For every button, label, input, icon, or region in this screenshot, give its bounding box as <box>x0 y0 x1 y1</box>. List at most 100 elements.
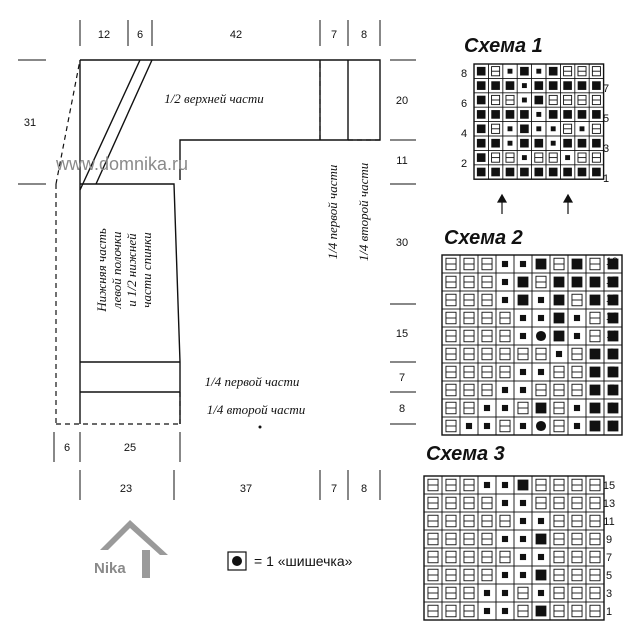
scheme-2-row-1: 1 <box>609 419 615 431</box>
scheme-1-row-3: 3 <box>603 143 609 155</box>
dim-bottom-2: 37 <box>240 483 252 495</box>
scheme-1-purl-mark <box>476 81 486 90</box>
logo-roof-icon <box>100 520 168 555</box>
scheme-1-row-6: 6 <box>461 98 467 110</box>
scheme-1-purl-mark <box>577 110 587 119</box>
scheme-2-purl-mark <box>553 294 565 306</box>
scheme-3-small-mark <box>519 517 527 525</box>
dim-right-3: 30 <box>396 237 408 249</box>
scheme-2-small-mark <box>537 296 545 304</box>
scheme-2-purl-mark <box>607 276 619 288</box>
dim-bottom-1: 23 <box>120 483 132 495</box>
label-first-part-vertical: 1/4 первой части <box>325 164 340 259</box>
scheme-2-purl-mark <box>607 402 619 414</box>
scheme-2-purl-mark <box>607 258 619 270</box>
scheme-3-small-mark <box>537 517 545 525</box>
scheme-2-grid <box>441 254 623 436</box>
scheme-3-purl-mark <box>535 533 547 545</box>
scheme-3-title: Схема 3 <box>426 443 505 465</box>
scheme-3-row-15: 15 <box>603 480 615 492</box>
scheme-3-small-mark <box>519 553 527 561</box>
scheme-1-purl-mark <box>505 81 515 90</box>
scheme-3-small-mark <box>519 499 527 507</box>
scheme-2-small-mark <box>501 404 509 412</box>
scheme-3-small-mark <box>519 571 527 579</box>
scheme-3-grid <box>423 475 605 621</box>
scheme-1-purl-mark <box>520 66 529 76</box>
arrow-up-icon <box>562 193 574 203</box>
scheme-1-purl-mark <box>520 167 529 177</box>
scheme-3-row-7: 7 <box>606 552 612 564</box>
scheme-2-small-mark <box>519 332 527 340</box>
scheme-1-purl-mark <box>476 124 486 134</box>
scheme-1-purl-mark <box>592 81 601 90</box>
scheme-3-small-mark <box>501 571 509 579</box>
scheme-1-arrows <box>496 193 574 214</box>
scheme-2-purl-mark <box>571 276 583 288</box>
scheme-2-small-mark <box>501 260 509 268</box>
bottom-dimension-lines <box>53 432 381 500</box>
dim-bottom-3: 7 <box>331 483 337 495</box>
scheme-1-small-mark <box>521 155 527 161</box>
scheme-1-purl-mark <box>592 110 601 119</box>
garment-outline <box>79 59 381 424</box>
scheme-1-title: Схема 1 <box>464 35 543 57</box>
scheme-2-purl-mark <box>607 384 619 396</box>
scheme-2-purl-mark <box>589 384 601 396</box>
scheme-2-purl-mark <box>607 294 619 306</box>
scheme-1-purl-mark <box>592 167 601 177</box>
scheme-2-purl-mark <box>553 276 565 288</box>
scheme-1-row-8: 8 <box>461 68 467 80</box>
dim-top-2: 6 <box>137 29 143 41</box>
scheme-2-purl-mark <box>607 366 619 378</box>
scheme-3-row-5: 5 <box>606 570 612 582</box>
scheme-3-row-1: 1 <box>606 606 612 618</box>
scheme-2-small-mark <box>537 314 545 322</box>
scheme-1-purl-mark <box>534 81 544 90</box>
label-lower-left-line-4: части спинки <box>139 232 154 308</box>
scheme-2-purl-mark <box>535 402 547 414</box>
scheme-2-small-mark <box>483 404 491 412</box>
scheme-1-purl-mark <box>476 110 486 119</box>
scheme-2-small-mark <box>501 296 509 304</box>
top-dimension-lines <box>79 20 381 46</box>
legend: = 1 «шишечка» <box>227 551 353 571</box>
legend-text: = 1 «шишечка» <box>254 553 353 569</box>
scheme-2-small-mark <box>573 422 581 430</box>
scheme-2-row-15: 15 <box>606 293 618 305</box>
label-lower-left-line-2: левой полочки <box>109 231 124 309</box>
label-lower-left: Нижняя часть левой полочки и 1/2 нижней … <box>94 228 154 313</box>
scheme-3-small-mark <box>501 607 509 615</box>
label-lower-left-line-1: Нижняя часть <box>94 228 109 313</box>
scheme-1-small-mark <box>579 126 585 132</box>
scheme-2-bobble-mark <box>535 420 547 432</box>
scheme-2-cell <box>603 416 623 436</box>
scheme-2-purl-mark <box>517 276 529 288</box>
bobble-icon <box>232 556 242 566</box>
dim-bottom-inner-2: 25 <box>124 442 136 454</box>
left-dimension-lines <box>18 59 46 185</box>
scheme-3-small-mark <box>501 481 509 489</box>
scheme-1-row-2: 2 <box>461 158 467 170</box>
scheme-2-small-mark <box>519 260 527 268</box>
label-second-part-vertical: 1/4 второй части <box>356 162 371 261</box>
scheme-2-purl-mark <box>589 294 601 306</box>
scheme-3-small-mark <box>501 535 509 543</box>
scheme-1-small-mark <box>507 68 513 74</box>
scheme-2-purl-mark <box>589 348 601 360</box>
scheme-1-purl-mark <box>577 81 587 90</box>
scheme-1-small-mark <box>536 68 542 74</box>
scheme-2-purl-mark <box>607 330 619 342</box>
scheme-2-purl-mark <box>571 258 583 270</box>
scheme-2-purl-mark <box>607 312 619 324</box>
scheme-2-purl-mark <box>553 330 565 342</box>
scheme-1-row-7: 7 <box>603 83 609 95</box>
dim-top-5: 8 <box>361 29 367 41</box>
scheme-1-purl-mark <box>520 110 529 119</box>
scheme-2-row-17: 17 <box>606 275 618 287</box>
scheme-2-small-mark <box>519 422 527 430</box>
scheme-2-small-mark <box>537 368 545 376</box>
scheme-3-small-mark <box>519 535 527 543</box>
scheme-1-row-5: 5 <box>603 113 609 125</box>
scheme-3-small-mark <box>501 589 509 597</box>
